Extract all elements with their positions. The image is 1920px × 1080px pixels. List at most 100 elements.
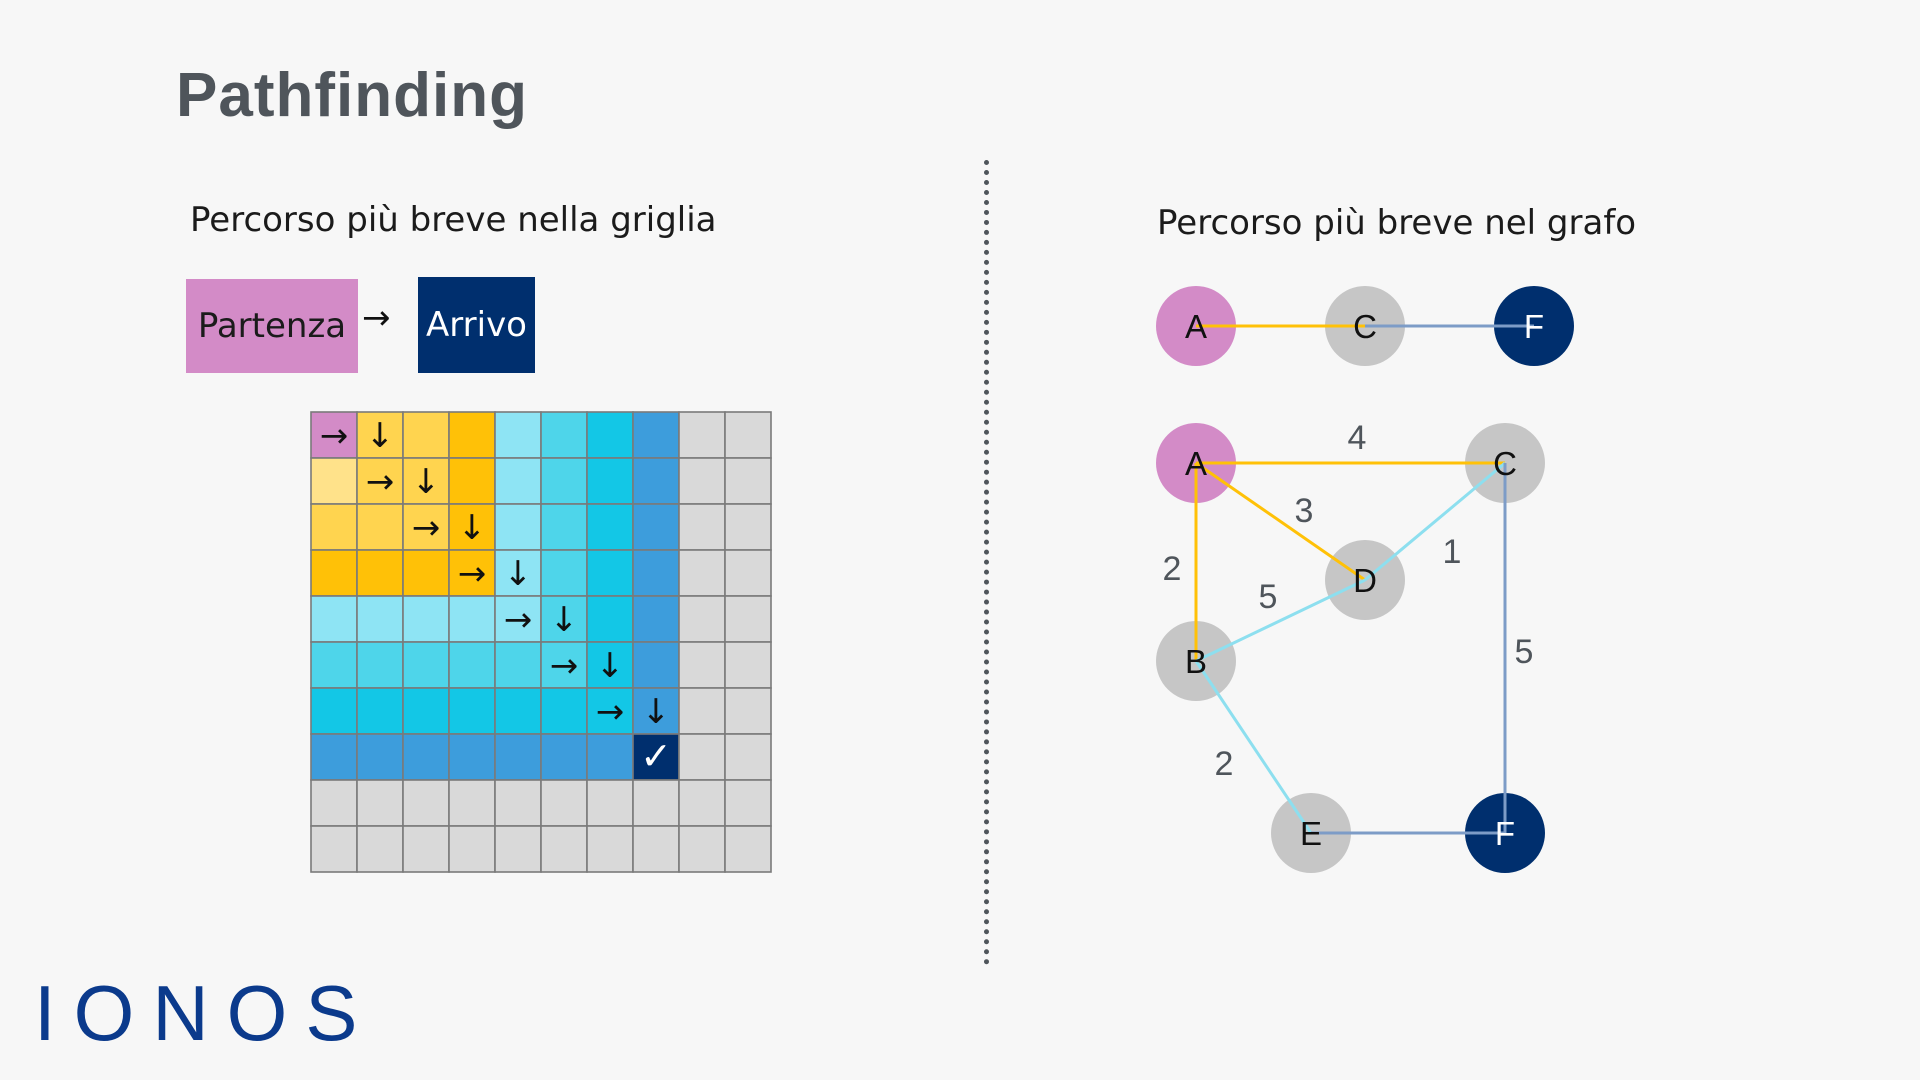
end-legend-box: Arrivo — [418, 277, 535, 373]
grid-cell — [356, 733, 404, 781]
grid-cell — [540, 549, 588, 597]
grid-cell — [448, 733, 496, 781]
graph-edge-b-e — [1194, 660, 1313, 834]
graph-section-title: Percorso più breve nel grafo — [1157, 203, 1637, 243]
graph-edge-b-d — [1195, 578, 1366, 663]
grid-cell — [310, 457, 358, 505]
grid-cell — [540, 733, 588, 781]
grid-cell — [586, 825, 634, 873]
path-arrow: ↓ — [642, 692, 671, 732]
grid-cell — [448, 503, 496, 551]
grid-cell — [540, 503, 588, 551]
edge-weight: 5 — [1515, 633, 1534, 671]
grid-cell — [448, 779, 496, 827]
grid-cell — [632, 687, 680, 735]
path-arrow: → — [366, 462, 395, 502]
grid-cell — [448, 825, 496, 873]
legend-arrow: → — [362, 298, 391, 338]
path-arrow: → — [412, 508, 441, 548]
path-arrow: → — [596, 692, 625, 732]
grid-section-title: Percorso più breve nella griglia — [190, 200, 717, 240]
grid-cell — [494, 411, 542, 459]
grid-cell — [310, 825, 358, 873]
start-legend-box: Partenza — [186, 279, 358, 373]
grid-cell — [632, 733, 680, 781]
grid-cell — [632, 779, 680, 827]
path-arrow: → — [320, 416, 349, 456]
grid-cell — [678, 733, 726, 781]
grid-cell — [724, 825, 772, 873]
graph-edge-a-d — [1195, 461, 1366, 582]
grid-cell — [540, 595, 588, 643]
grid-cell — [724, 503, 772, 551]
grid-cell — [448, 595, 496, 643]
grid-cell — [724, 457, 772, 505]
grid-cell — [540, 825, 588, 873]
edge-weight: 2 — [1215, 745, 1234, 783]
grid-cell — [310, 733, 358, 781]
grid-cell — [448, 641, 496, 689]
node-label-f: F — [1495, 815, 1515, 852]
grid-cell — [678, 687, 726, 735]
ionos-logo: IONOS — [34, 969, 376, 1057]
node-label-a: A — [1185, 308, 1207, 345]
node-label-c: C — [1493, 445, 1517, 482]
grid-cell — [678, 503, 726, 551]
path-arrow: ↓ — [550, 600, 579, 640]
grid-cell — [356, 457, 404, 505]
grid-cell — [724, 687, 772, 735]
grid-cell — [356, 779, 404, 827]
grid-cell — [356, 503, 404, 551]
grid-cell — [586, 549, 634, 597]
edge-weight: 1 — [1443, 533, 1462, 571]
path-arrow: → — [550, 646, 579, 686]
grid-cell — [724, 549, 772, 597]
grid-cell — [494, 549, 542, 597]
section-divider — [984, 160, 989, 965]
grid-cell — [402, 411, 450, 459]
grid-cell — [724, 779, 772, 827]
grid-cell — [678, 825, 726, 873]
grid-cell — [494, 595, 542, 643]
grid-cell — [494, 825, 542, 873]
node-label-f: F — [1524, 308, 1544, 345]
node-label-b: B — [1185, 643, 1207, 680]
grid-cell — [356, 825, 404, 873]
grid-cell — [586, 779, 634, 827]
grid-cell — [494, 641, 542, 689]
grid-cell — [356, 549, 404, 597]
node-label-c: C — [1353, 308, 1377, 345]
path-arrow: → — [458, 554, 487, 594]
grid-cell — [402, 595, 450, 643]
grid-cell — [678, 779, 726, 827]
edge-weight: 2 — [1163, 550, 1182, 588]
goal-check-mark: ✓ — [640, 734, 672, 778]
node-label-d: D — [1353, 562, 1377, 599]
path-arrow: ↓ — [504, 554, 533, 594]
node-label-a: A — [1185, 445, 1207, 482]
edge-weight: 4 — [1348, 419, 1367, 457]
grid-cell — [494, 457, 542, 505]
grid-cell — [310, 641, 358, 689]
edge-weight: 5 — [1259, 578, 1278, 616]
path-arrow: ↓ — [366, 416, 395, 456]
graph-edge-d-c — [1364, 461, 1506, 582]
grid-cell — [310, 687, 358, 735]
grid-cell — [310, 779, 358, 827]
node-label-e: E — [1300, 815, 1322, 852]
grid-cell — [356, 641, 404, 689]
path-arrow: ↓ — [412, 462, 441, 502]
grid-cell — [448, 411, 496, 459]
grid-cell — [540, 641, 588, 689]
grid-cell — [448, 457, 496, 505]
grid-cell — [310, 595, 358, 643]
grid-cell — [586, 733, 634, 781]
grid-cell — [402, 503, 450, 551]
path-arrow: ↓ — [596, 646, 625, 686]
path-arrow: → — [504, 600, 533, 640]
grid-cell — [678, 641, 726, 689]
path-arrow: ↓ — [458, 508, 487, 548]
